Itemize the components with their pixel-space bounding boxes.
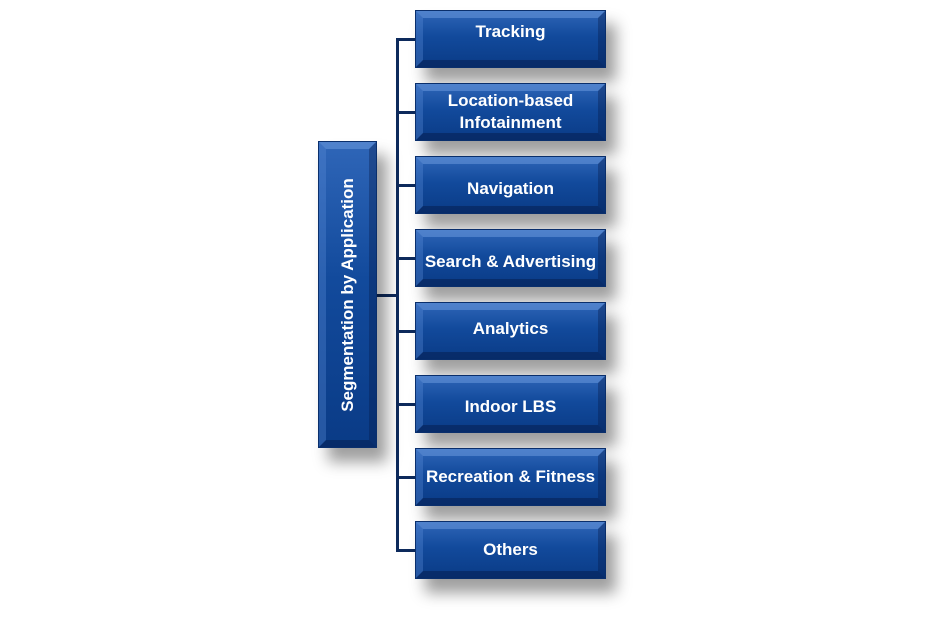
box-search-advertising: Search & Advertising [415, 229, 606, 287]
box-tracking: Tracking [415, 10, 606, 68]
box-location-based-infotainment: Location-based Infotainment [415, 83, 606, 141]
box-others: Others [415, 521, 606, 579]
branch-line-tracking [396, 38, 415, 41]
box-label: Indoor LBS [464, 397, 557, 416]
box-label: Tracking [475, 22, 546, 41]
box-indoor-lbs: Indoor LBS [415, 375, 606, 433]
box-label: Search & Advertising [424, 252, 597, 271]
branch-line-recreation [396, 476, 415, 479]
branch-line-analytics [396, 330, 415, 333]
box-navigation: Navigation [415, 156, 606, 214]
branch-line-infotainment [396, 111, 415, 114]
branch-line-navigation [396, 184, 415, 187]
box-label: Recreation & Fitness [425, 467, 596, 486]
root-label: Segmentation by Application [337, 177, 357, 412]
trunk-line [396, 38, 399, 550]
box-label: Location-based Infotainment [447, 91, 574, 132]
branch-line-indoor [396, 403, 415, 406]
root-connector [377, 294, 398, 297]
box-label: Others [483, 540, 538, 559]
root-box: Segmentation by Application [318, 141, 377, 448]
box-label: Analytics [472, 319, 549, 338]
box-recreation-fitness: Recreation & Fitness [415, 448, 606, 506]
branch-line-search [396, 257, 415, 260]
box-label: Navigation [467, 179, 554, 198]
box-analytics: Analytics [415, 302, 606, 360]
branch-line-others [396, 549, 415, 552]
